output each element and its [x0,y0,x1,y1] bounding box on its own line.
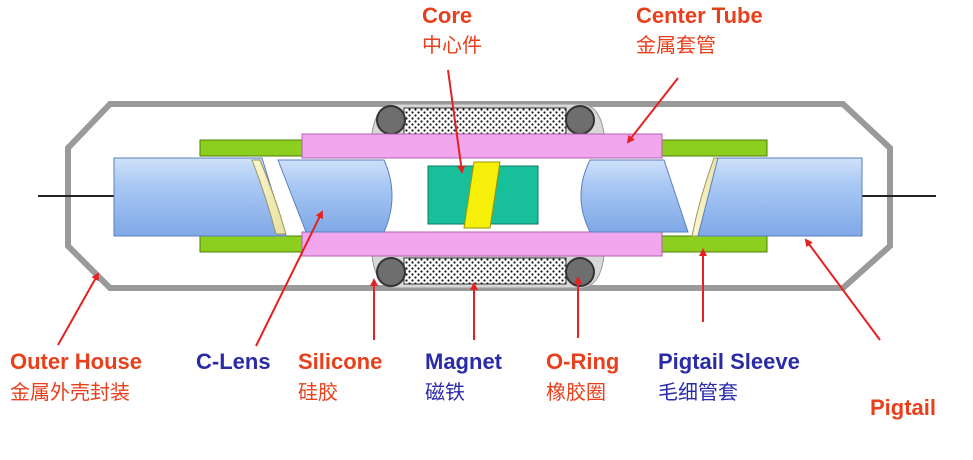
label-o-ring-cn: 橡胶圈 [546,380,606,404]
label-magnet-cn: 磁铁 [425,380,465,404]
arrow-pigtail [804,238,881,341]
label-outer-house: Outer House [10,349,143,374]
label-o-ring: O-Ring [546,349,620,374]
label-center-tube: Center Tube [636,3,763,28]
arrow-outer-house [57,272,99,346]
pigtail-right [697,157,863,237]
sleeve-left-top [199,139,311,157]
label-silicone-cn: 硅胶 [298,380,338,404]
magnet-top [403,107,567,135]
arrow-center-tube [626,77,679,144]
sleeve-right-top [661,139,768,157]
label-pigtail-sleeve-cn: 毛细管套 [658,380,738,404]
label-outer-house-cn: 金属外壳封装 [10,380,130,404]
label-pigtail-sleeve: Pigtail Sleeve [658,349,800,374]
lens-left [251,159,287,235]
label-c-lens: C-Lens [196,349,271,374]
c-lens-left [277,159,393,233]
label-magnet: Magnet [425,349,502,374]
arrow-core [447,69,466,174]
c-lens-right [580,159,689,233]
o-ring-bottom-right [565,257,595,287]
center-tube-top [301,133,663,159]
o-ring-top-left [376,105,406,135]
magnet-bottom [403,257,567,285]
pigtail-left [113,157,287,237]
label-silicone: Silicone [298,349,383,374]
o-ring-top-right [565,105,595,135]
label-core-cn: 中心件 [422,33,482,57]
label-center-tube-cn: 金属套管 [636,33,716,57]
sleeve-left-bottom [199,235,311,253]
label-pigtail: Pigtail [870,395,937,420]
label-core: Core [422,3,473,28]
arrow-c-lens [255,210,323,347]
sleeve-right-bottom [661,235,768,253]
center-tube-bottom [301,231,663,257]
o-ring-bottom-left [376,257,406,287]
core-rotator [463,161,501,229]
